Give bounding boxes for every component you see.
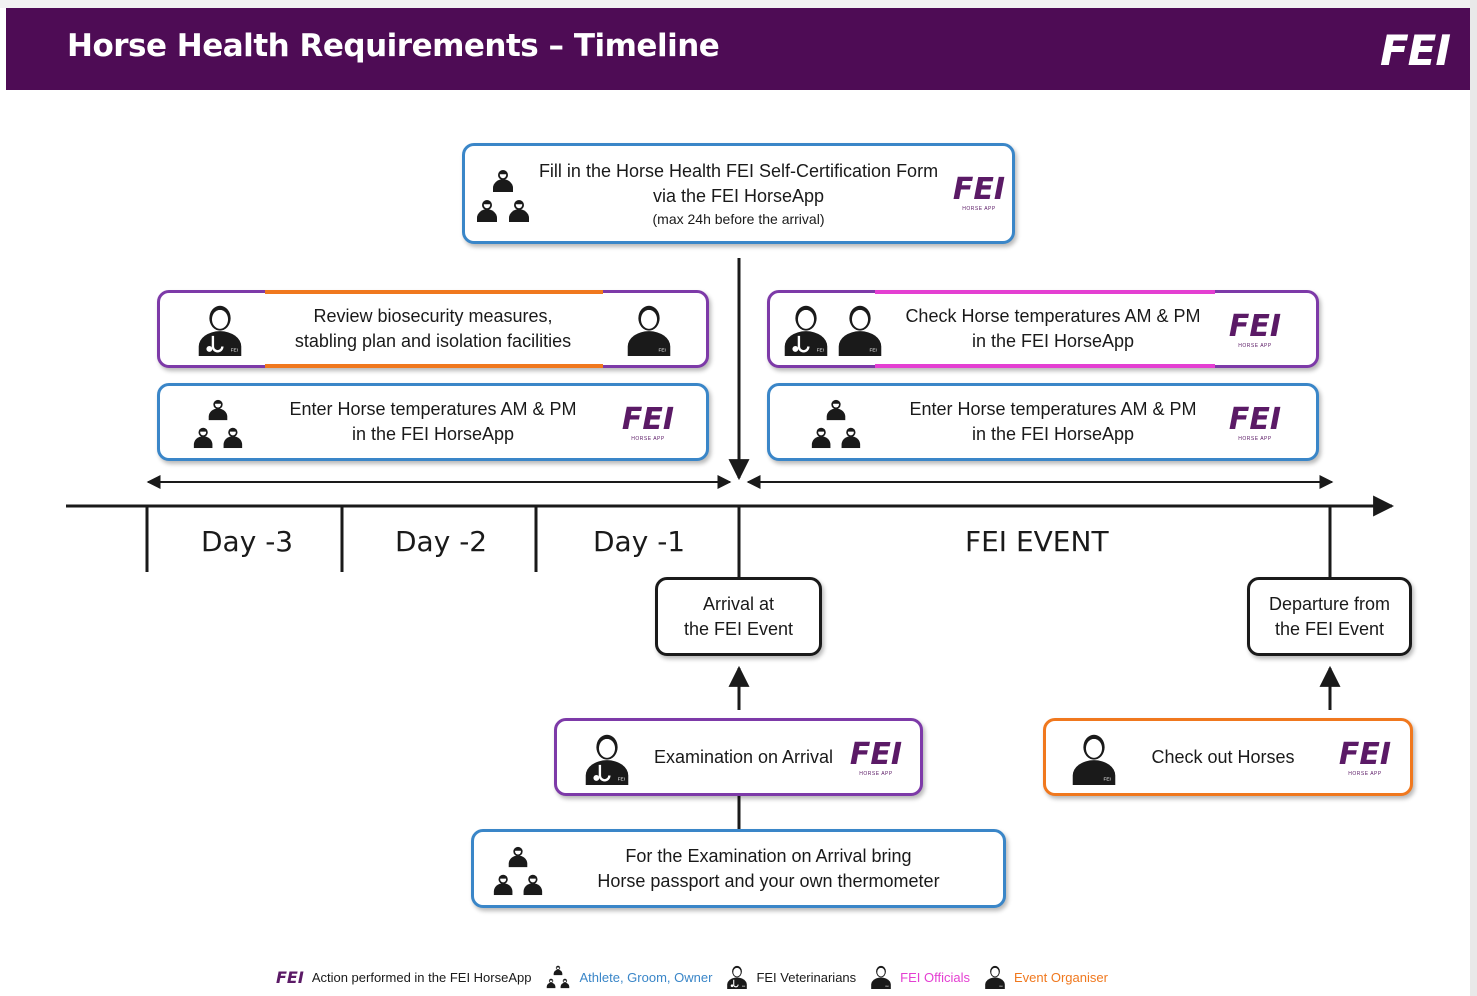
self-cert-line-1: Fill in the Horse Health FEI Self-Certif… xyxy=(538,160,939,181)
review-line-1: Review biosecurity measures, xyxy=(313,306,553,326)
organiser-stripe-bottom xyxy=(265,364,603,368)
event-temperatures-box: Enter Horse temperatures AM & PM in the … xyxy=(767,383,1319,461)
self-cert-note: (max 24h before the arrival) xyxy=(652,210,825,227)
arrival-line-2: the FEI Event xyxy=(683,618,794,639)
day-minus-3-label: Day -3 xyxy=(201,525,294,558)
athlete-group-icon xyxy=(545,964,571,990)
officials-stripe-top xyxy=(875,290,1215,294)
pre-temps-line-2: in the FEI HorseApp xyxy=(351,424,515,444)
fei-event-label: FEI EVENT xyxy=(965,525,1109,558)
legend-officials: FEI Officials xyxy=(870,965,970,989)
arrival-line-1: Arrival at xyxy=(702,593,774,614)
arrival-box: Arrival at the FEI Event xyxy=(655,577,822,656)
day-minus-1-label: Day -1 xyxy=(593,525,686,558)
official-icon xyxy=(870,965,892,989)
bring-line-1: For the Examination on Arrival bring xyxy=(625,845,912,866)
legend-athlete-label: Athlete, Groom, Owner xyxy=(579,969,713,985)
legend-app-label: Action performed in the FEI HorseApp xyxy=(311,969,532,985)
right-edge-strip xyxy=(1470,0,1477,996)
departure-line-2: the FEI Event xyxy=(1274,618,1385,639)
day-minus-2-label: Day -2 xyxy=(395,525,488,558)
organiser-stripe-top xyxy=(265,290,603,294)
self-certification-box: Fill in the Horse Health FEI Self-Certif… xyxy=(462,143,1015,244)
legend-officials-label: FEI Officials xyxy=(900,969,970,985)
legend-app: FEI Action performed in the FEI HorseApp xyxy=(276,968,531,987)
header-bar: Horse Health Requirements – Timeline FEI xyxy=(6,8,1470,90)
checkout-line-1: Check out Horses xyxy=(1151,746,1295,767)
veterinarian-icon xyxy=(583,733,631,785)
departure-line-1: Departure from xyxy=(1268,593,1391,614)
check-temps-line-2: in the FEI HorseApp xyxy=(971,331,1135,351)
bring-passport-box: For the Examination on Arrival bring Hor… xyxy=(471,829,1006,908)
legend-organiser: Event Organiser xyxy=(984,965,1108,989)
legend: FEI Action performed in the FEI HorseApp… xyxy=(276,964,1122,990)
window-top-strip xyxy=(0,0,1477,8)
legend-vets: FEI Veterinarians xyxy=(726,965,856,989)
organiser-icon xyxy=(1070,733,1118,785)
exam-line-1: Examination on Arrival xyxy=(653,746,834,767)
pre-event-temperatures-box: Enter Horse temperatures AM & PM in the … xyxy=(157,383,709,461)
event-temps-line-1: Enter Horse temperatures AM & PM xyxy=(909,399,1197,419)
veterinarian-icon xyxy=(726,965,748,989)
check-temperatures-box: Check Horse temperatures AM & PM in the … xyxy=(767,290,1319,368)
departure-box: Departure from the FEI Event xyxy=(1247,577,1412,656)
horseapp-mini-icon: FEI xyxy=(276,967,304,987)
review-biosecurity-box: Review biosecurity measures, stabling pl… xyxy=(157,290,709,368)
athlete-group-icon xyxy=(490,845,546,897)
officials-stripe-bottom xyxy=(875,364,1215,368)
organiser-icon xyxy=(984,965,1006,989)
bring-line-2: Horse passport and your own thermometer xyxy=(597,870,940,891)
legend-athlete: Athlete, Groom, Owner xyxy=(545,964,712,990)
fei-logo: FEI xyxy=(1379,26,1451,75)
pre-temps-line-1: Enter Horse temperatures AM & PM xyxy=(289,399,577,419)
legend-organiser-label: Event Organiser xyxy=(1014,969,1108,985)
check-temps-line-1: Check Horse temperatures AM & PM xyxy=(905,306,1201,326)
self-cert-line-2: via the FEI HorseApp xyxy=(652,185,825,206)
review-line-2: stabling plan and isolation facilities xyxy=(294,331,572,351)
event-temps-line-2: in the FEI HorseApp xyxy=(971,424,1135,444)
legend-vets-label: FEI Veterinarians xyxy=(756,969,857,985)
page-title: Horse Health Requirements – Timeline xyxy=(67,28,720,64)
